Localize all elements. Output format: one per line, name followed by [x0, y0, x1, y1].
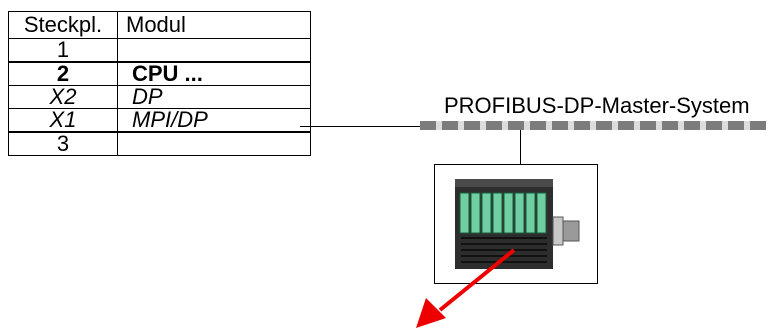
dp-slave-box[interactable]	[434, 164, 598, 284]
arrow-head	[416, 298, 446, 328]
io-module-icon	[455, 179, 580, 269]
module-cell	[117, 38, 311, 63]
module-cell: DP	[117, 85, 311, 109]
slot-cell: X2	[8, 85, 118, 109]
slot-cell: 1	[8, 38, 118, 63]
table-row[interactable]: 1	[8, 38, 311, 63]
module-cell: MPI/DP	[117, 108, 311, 133]
slot-cell: 2	[8, 61, 118, 86]
module-top	[455, 179, 553, 187]
module-cell: CPU ...	[117, 61, 311, 86]
table-row[interactable]: 3	[8, 131, 311, 156]
arrow-shaft	[438, 248, 516, 312]
table-row[interactable]: 2 CPU ...	[8, 61, 311, 86]
bus-label: PROFIBUS-DP-Master-System	[444, 93, 750, 118]
table-row[interactable]: X2 DP	[8, 85, 311, 109]
slot-table: Steckpl. Modul 1 2 CPU ... X2 DP X1 MPI/…	[8, 11, 311, 156]
connector-plug-end	[562, 220, 580, 242]
terminal-block-group	[459, 192, 547, 234]
profibus-master-bus[interactable]	[420, 121, 766, 130]
table-header: Steckpl. Modul	[8, 11, 311, 39]
bus-drop-line	[520, 130, 521, 164]
table-row[interactable]: X1 MPI/DP	[8, 108, 311, 133]
module-cell	[117, 131, 311, 156]
header-slot: Steckpl.	[8, 11, 118, 39]
slot-cell: X1	[8, 108, 118, 133]
header-module: Modul	[117, 11, 311, 39]
bus-connection-line	[300, 126, 420, 127]
slot-cell: 3	[8, 131, 118, 156]
